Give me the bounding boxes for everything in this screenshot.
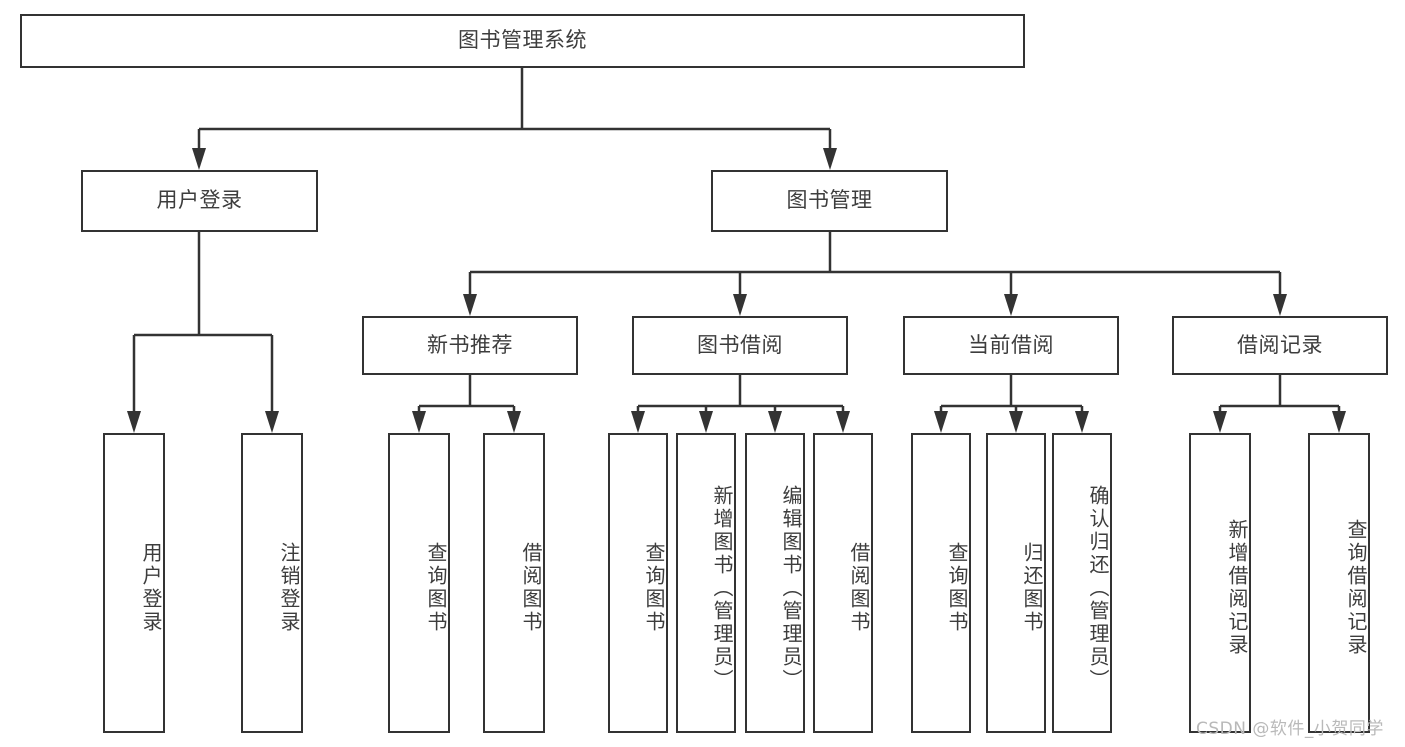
node-leaf-edit-book[interactable]: 编辑图书（管理员） [745,433,805,733]
node-leaf-logout-label: 注销登录 [277,542,301,634]
node-borrow-record-label: 借阅记录 [1237,332,1323,357]
node-leaf-add-book[interactable]: 新增图书（管理员） [676,433,736,733]
node-leaf-query-book-2-label: 查询图书 [642,542,666,634]
node-leaf-borrow-book-2[interactable]: 借阅图书 [813,433,873,733]
node-leaf-borrow-book-1[interactable]: 借阅图书 [483,433,545,733]
node-book-manage-label: 图书管理 [786,188,873,213]
node-leaf-query-book-1-label: 查询图书 [424,542,448,634]
node-leaf-query-record-label: 查询借阅记录 [1344,519,1368,657]
node-leaf-user-login[interactable]: 用户登录 [103,433,165,733]
node-new-book-rec[interactable]: 新书推荐 [362,316,578,375]
node-leaf-query-book-3-label: 查询图书 [945,542,969,634]
node-leaf-confirm-return-label: 确认归还（管理员） [1086,484,1110,692]
node-root[interactable]: 图书管理系统 [20,14,1025,68]
node-root-label: 图书管理系统 [458,28,587,53]
node-leaf-edit-book-label: 编辑图书（管理员） [779,484,803,692]
node-leaf-borrow-book-1-label: 借阅图书 [519,542,543,634]
node-user-login-label: 用户登录 [156,188,243,213]
node-leaf-add-record[interactable]: 新增借阅记录 [1189,433,1251,733]
node-leaf-confirm-return[interactable]: 确认归还（管理员） [1052,433,1112,733]
node-borrow-record[interactable]: 借阅记录 [1172,316,1388,375]
node-leaf-return-book[interactable]: 归还图书 [986,433,1046,733]
node-book-borrow-label: 图书借阅 [697,332,783,357]
node-new-book-rec-label: 新书推荐 [427,332,513,357]
node-user-login[interactable]: 用户登录 [81,170,318,232]
node-leaf-add-record-label: 新增借阅记录 [1225,519,1249,657]
node-leaf-query-book-1[interactable]: 查询图书 [388,433,450,733]
node-leaf-user-login-label: 用户登录 [139,542,163,634]
node-leaf-query-book-3[interactable]: 查询图书 [911,433,971,733]
node-leaf-query-record[interactable]: 查询借阅记录 [1308,433,1370,733]
node-leaf-logout[interactable]: 注销登录 [241,433,303,733]
node-leaf-add-book-label: 新增图书（管理员） [710,484,734,692]
node-book-borrow[interactable]: 图书借阅 [632,316,848,375]
node-leaf-query-book-2[interactable]: 查询图书 [608,433,668,733]
node-current-borrow-label: 当前借阅 [968,332,1054,357]
node-leaf-borrow-book-2-label: 借阅图书 [847,542,871,634]
node-book-manage[interactable]: 图书管理 [711,170,948,232]
csdn-watermark: CSDN @软件_小贺同学 [1196,719,1384,739]
node-current-borrow[interactable]: 当前借阅 [903,316,1119,375]
node-leaf-return-book-label: 归还图书 [1020,542,1044,634]
